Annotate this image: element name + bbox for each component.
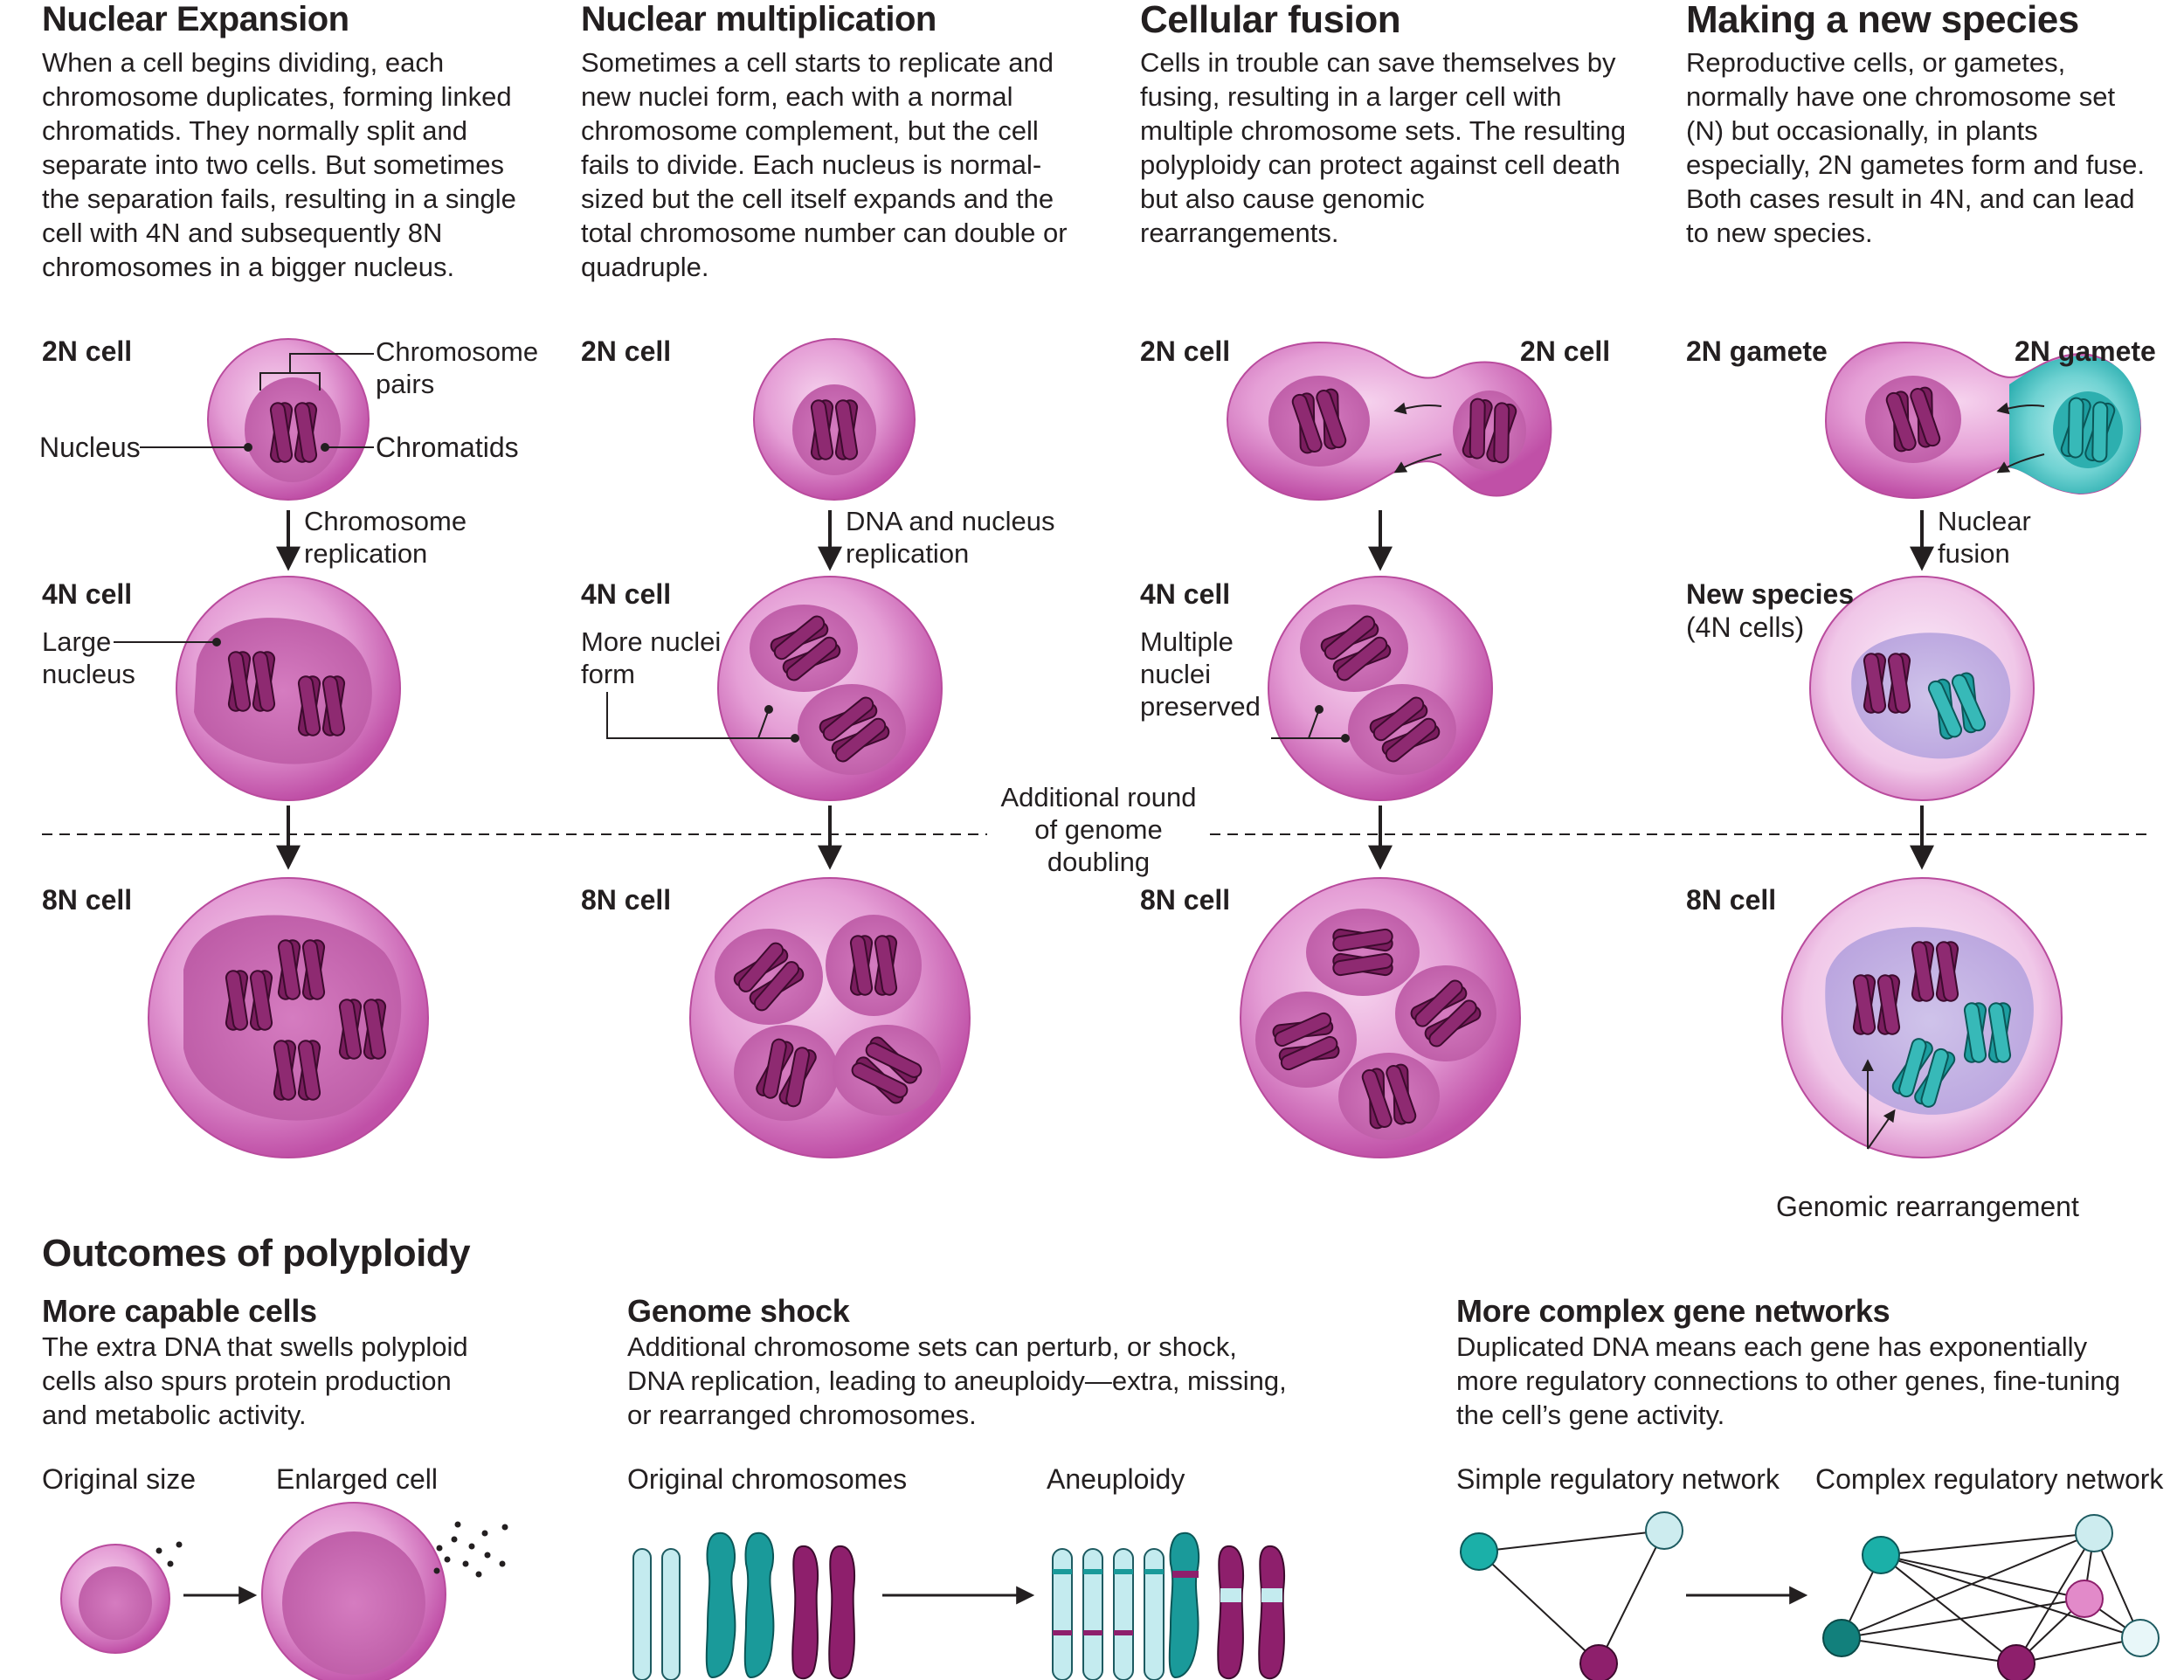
outcome-2-left-label: Original chromosomes — [627, 1463, 908, 1495]
step-nuclear-fusion: Nuclear fusion — [1938, 506, 2031, 569]
panel-2-label-2n: 2N cell — [581, 335, 672, 367]
outcome-3-right-label: Complex regulatory network — [1815, 1463, 2164, 1495]
panel-4-label-gamete-left: 2N gamete — [1686, 335, 1828, 367]
step-dna-nucleus-replication: DNA and nucleus replication — [846, 506, 1055, 569]
panel-1-body: When a cell begins dividing, each chromo… — [42, 47, 516, 282]
outcome-1-body: The extra DNA that swells polyploid cell… — [42, 1331, 468, 1430]
outcome-3-body: Duplicated DNA means each gene has expon… — [1456, 1331, 2120, 1430]
panel-4-body: Reproductive cells, or gametes, normally… — [1686, 47, 2145, 248]
callout-multiple-nuclei: Multiple nuclei preserved — [1140, 626, 1261, 722]
panel-3-body: Cells in trouble can save themselves by … — [1140, 47, 1626, 248]
outcome-cell-sizes — [60, 1502, 508, 1680]
col2-4n-cell — [606, 576, 943, 801]
panel-4-label-gamete-right: 2N gamete — [2015, 335, 2156, 367]
col1-8n-cell — [148, 877, 429, 1158]
panel-2-title: Nuclear multiplication — [581, 0, 936, 38]
col2-8n-cell — [689, 877, 971, 1158]
callout-chromosome-pairs: Chromosome pairs — [376, 336, 539, 399]
panel-4-label-new-species: New species — [1686, 578, 1855, 610]
col3-4n-cell — [1268, 576, 1493, 801]
step-chromosome-replication: Chromosome replication — [304, 506, 467, 569]
outcomes-title: Outcomes of polyploidy — [42, 1232, 471, 1275]
panel-2-label-8n: 8N cell — [581, 884, 672, 916]
col4-8n-cell — [1781, 877, 2063, 1158]
col2-2n-cell — [753, 338, 916, 501]
outcome-2-title: Genome shock — [627, 1293, 850, 1329]
callout-genomic-rearrangement: Genomic rearrangement — [1776, 1191, 2079, 1222]
panel-4-label-8n: 8N cell — [1686, 884, 1777, 916]
panel-1-label-2n: 2N cell — [42, 335, 133, 367]
outcome-2-right-label: Aneuploidy — [1047, 1463, 1185, 1495]
outcome-1-title: More capable cells — [42, 1293, 317, 1329]
col4-new-species-cell — [1809, 576, 2035, 801]
outcome-3-left-label: Simple regulatory network — [1456, 1463, 1780, 1495]
callout-nucleus: Nucleus — [39, 432, 141, 463]
panel-2-label-4n: 4N cell — [581, 578, 672, 610]
col1-2n-cell — [140, 338, 374, 501]
panel-3-label-2n-right: 2N cell — [1520, 335, 1611, 367]
callout-chromatids: Chromatids — [376, 432, 519, 463]
panel-3-label-4n: 4N cell — [1140, 578, 1231, 610]
col3-fusing-cells — [1226, 341, 1552, 501]
panel-3-label-8n: 8N cell — [1140, 884, 1231, 916]
col3-8n-cell — [1240, 877, 1521, 1158]
divider-label: Additional round of genome doubling — [987, 781, 1210, 878]
callout-more-nuclei: More nuclei form — [581, 626, 722, 689]
panel-3-label-2n-left: 2N cell — [1140, 335, 1231, 367]
outcome-networks — [1460, 1511, 2160, 1680]
col4-fusing-gametes — [1824, 341, 2142, 500]
panel-4-label-new-species-sub: (4N cells) — [1686, 612, 1805, 643]
outcome-1-left-label: Original size — [42, 1463, 197, 1495]
panel-2-body: Sometimes a cell starts to replicate and… — [581, 47, 1068, 282]
panel-4-title: Making a new species — [1686, 0, 2079, 41]
outcome-3-title: More complex gene networks — [1456, 1293, 1890, 1329]
panel-1-label-4n: 4N cell — [42, 578, 133, 610]
col1-4n-cell — [114, 576, 401, 801]
panel-1-label-8n: 8N cell — [42, 884, 133, 916]
outcome-chromosomes — [632, 1531, 1286, 1680]
callout-large-nucleus: Large nucleus — [42, 626, 135, 689]
outcome-2-body: Additional chromosome sets can perturb, … — [627, 1331, 1287, 1430]
panel-1-title: Nuclear Expansion — [42, 0, 349, 38]
panel-3-title: Cellular fusion — [1140, 0, 1401, 41]
outcome-1-right-label: Enlarged cell — [276, 1463, 438, 1495]
